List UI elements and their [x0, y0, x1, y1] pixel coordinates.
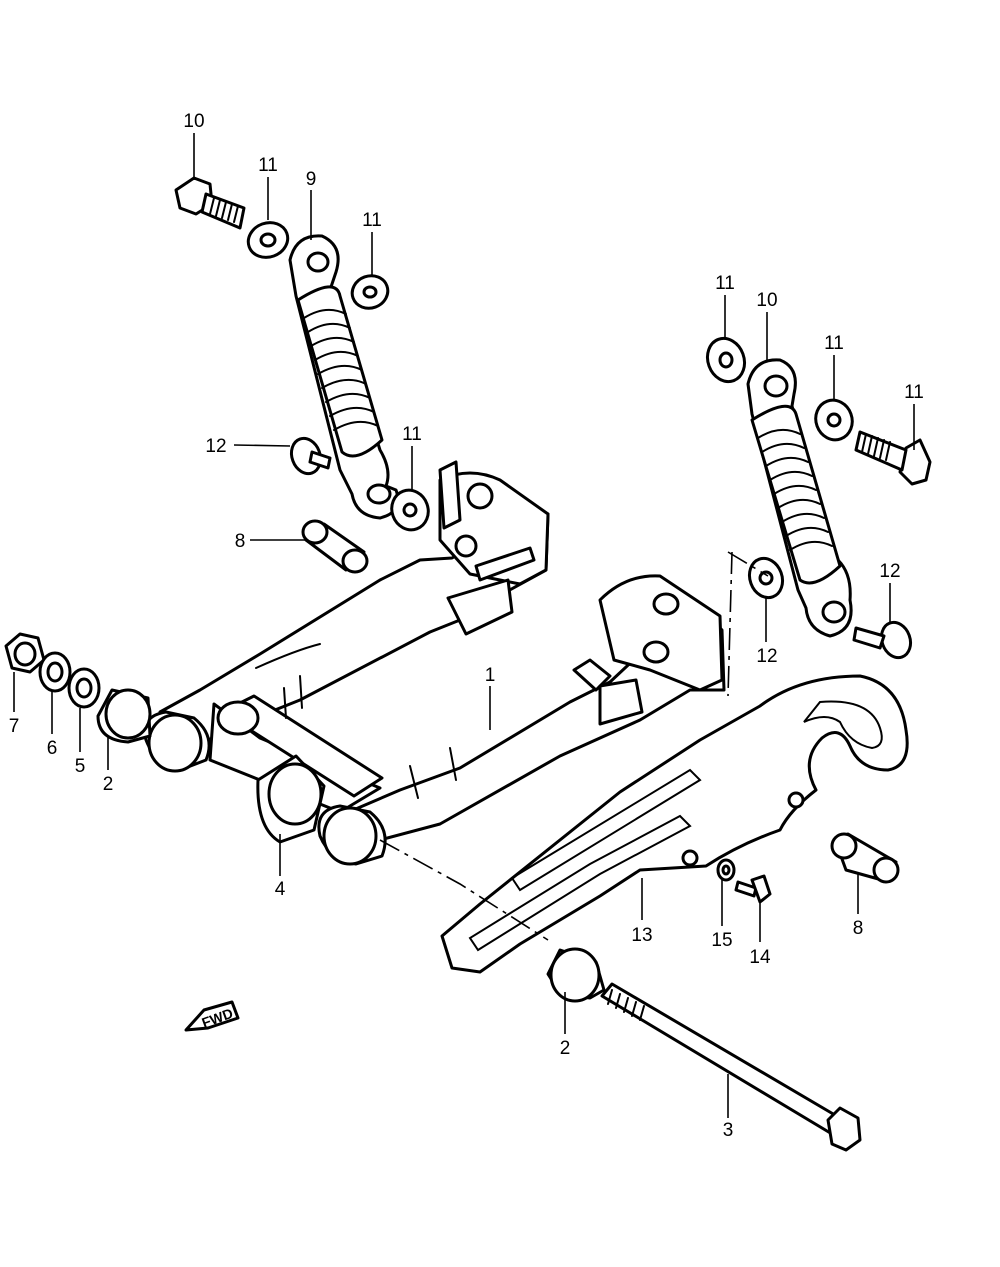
- callout-13: 13: [631, 925, 652, 946]
- left-shock-bolt: [174, 176, 246, 230]
- callout-10-left: 10: [183, 111, 204, 132]
- callout-7: 7: [9, 716, 20, 737]
- fwd-direction-arrow-icon: FWD: [184, 1000, 240, 1032]
- left-washer-6: [38, 651, 72, 693]
- callout-11-left-b: 11: [362, 210, 382, 231]
- left-nut: [4, 632, 46, 674]
- callout-2-right: 2: [560, 1038, 571, 1059]
- center-lines: [379, 551, 769, 941]
- right-upper-washer: [705, 336, 747, 384]
- callout-10-right: 11: [904, 382, 924, 403]
- callout-9-right: 10: [756, 290, 777, 311]
- callout-11-right-b: 11: [824, 333, 844, 354]
- washer-15: [716, 858, 736, 882]
- right-shock-absorber: [746, 358, 853, 638]
- callout-12-left: 12: [205, 436, 226, 457]
- callout-2-left: 2: [103, 774, 114, 795]
- callout-14: 14: [749, 947, 771, 968]
- leader-lines: [13, 133, 915, 1118]
- right-lower-washer: [747, 556, 785, 600]
- callout-3: 3: [723, 1120, 734, 1141]
- callout-11-right-c: 12: [756, 646, 777, 667]
- right-right-washer: [814, 398, 854, 442]
- left-right-washer: [350, 274, 390, 310]
- pivot-collar-left-front: [143, 710, 211, 773]
- callout-11-right-a: 11: [715, 273, 735, 294]
- left-lower-washer: [390, 488, 430, 532]
- spacer-pipe: [256, 754, 326, 844]
- left-mounting-bolt: [289, 436, 332, 476]
- callout-15: 15: [711, 930, 732, 951]
- left-collar: [301, 519, 369, 574]
- right-bushing: [546, 947, 606, 1003]
- screw-14: [734, 874, 772, 904]
- callout-11-left-a: 11: [258, 155, 278, 176]
- callout-1: 1: [485, 665, 496, 686]
- right-collar: [830, 832, 900, 884]
- left-washer-5: [67, 667, 101, 709]
- right-mounting-bolt: [852, 620, 913, 660]
- callout-12-right: 12: [879, 561, 900, 582]
- left-bushing: [96, 688, 152, 744]
- callout-9-left: 9: [306, 169, 317, 190]
- right-shock-bolt: [854, 430, 932, 486]
- callout-labels: 10 11 9 11 11 12 8 11 10 11 11 12 12 1 7…: [9, 111, 924, 1141]
- callout-4: 4: [275, 879, 286, 900]
- chain-case: [440, 674, 909, 974]
- pivot-collar-right-front: [317, 804, 387, 866]
- left-upper-washer: [246, 221, 290, 259]
- callout-8-right: 8: [853, 918, 864, 939]
- callout-11-left-c: 11: [402, 424, 422, 445]
- callout-6: 6: [47, 738, 58, 759]
- left-shock-absorber: [288, 234, 400, 520]
- callout-5: 5: [75, 756, 86, 777]
- pivot-bolt: [600, 982, 862, 1152]
- callout-8-left: 8: [235, 531, 246, 552]
